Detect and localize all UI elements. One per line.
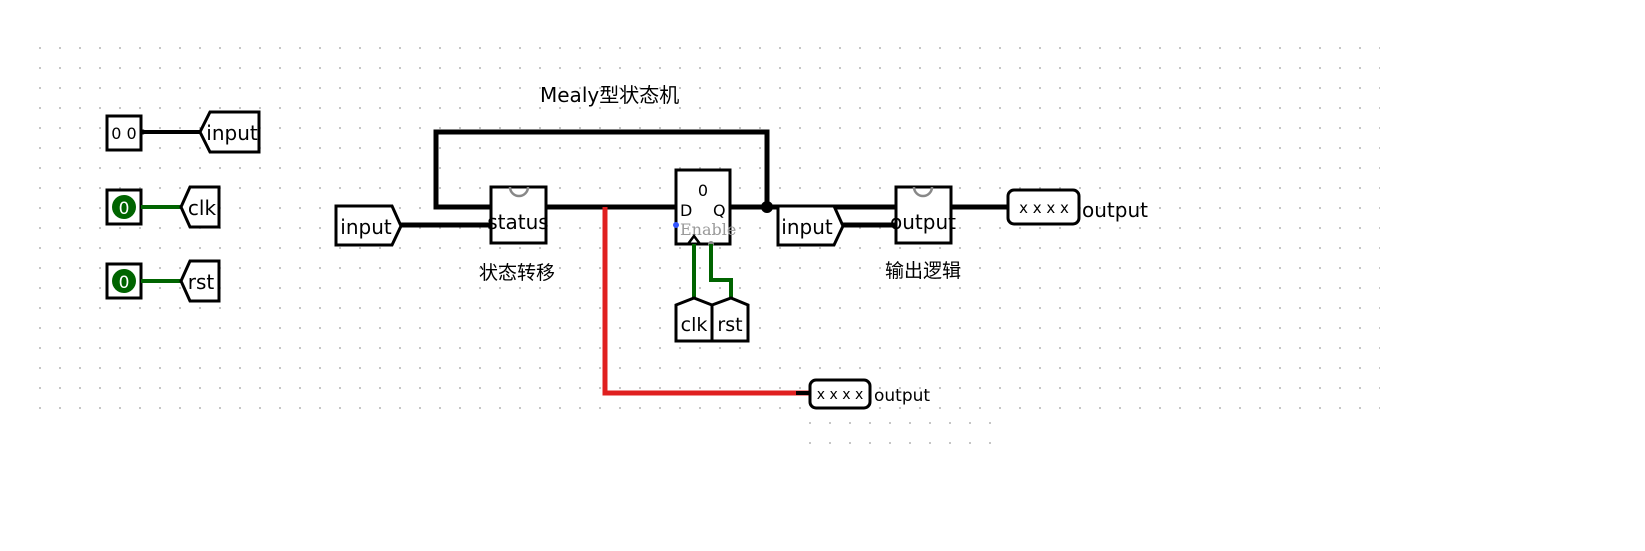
state-register[interactable]: 0 D Q Enable xyxy=(673,168,736,247)
output-probe-label: output xyxy=(1082,198,1148,222)
junction xyxy=(761,201,773,213)
clk-tunnel-label: clk xyxy=(188,196,217,220)
input-tunnel-label: input xyxy=(206,121,258,145)
output-probe-value: x x x x xyxy=(1019,199,1069,217)
register-rst-label: rst xyxy=(717,314,742,336)
status-block[interactable]: status xyxy=(487,185,549,245)
error-wire[interactable] xyxy=(602,207,810,396)
output-input-tunnel-label: input xyxy=(781,215,833,239)
state-probe-value: x x x x xyxy=(817,387,864,403)
status-caption: 状态转移 xyxy=(479,262,555,284)
register-q-port: Q xyxy=(713,201,726,220)
output-block[interactable]: output xyxy=(890,185,956,245)
status-block-label: status xyxy=(487,210,548,234)
rst-tunnel[interactable]: rst xyxy=(179,259,221,303)
input-pin-value: 0 0 xyxy=(111,124,136,143)
rst-tunnel-label: rst xyxy=(188,270,215,294)
rst-pin[interactable]: 0 xyxy=(105,262,143,300)
status-input-tunnel[interactable]: input xyxy=(334,204,403,247)
grid-extension xyxy=(800,413,995,448)
register-d-port: D xyxy=(680,201,692,220)
output-block-label: output xyxy=(890,210,956,234)
output-probe[interactable]: x x x x xyxy=(1006,188,1081,226)
register-enable-label: Enable xyxy=(680,220,736,239)
clk-pin[interactable]: 0 xyxy=(105,188,143,226)
feedback-wire[interactable] xyxy=(433,129,770,210)
status-input-tunnel-label: input xyxy=(340,215,392,239)
circuit-title: Mealy型状态机 xyxy=(540,83,679,107)
input-pin[interactable]: 0 0 xyxy=(105,114,143,152)
register-rst-tunnel[interactable]: rst xyxy=(710,296,750,343)
register-value: 0 xyxy=(698,181,708,200)
clk-tunnel[interactable]: clk xyxy=(179,185,221,229)
state-probe-label: output xyxy=(874,386,930,406)
wire[interactable] xyxy=(709,244,733,300)
output-caption: 输出逻辑 xyxy=(885,260,961,282)
rst-pin-value: 0 xyxy=(119,273,130,293)
state-probe[interactable]: x x x x xyxy=(808,378,872,410)
input-tunnel[interactable]: input xyxy=(198,110,261,154)
register-clk-label: clk xyxy=(681,314,708,336)
clk-pin-value: 0 xyxy=(119,199,130,219)
output-input-tunnel[interactable]: input xyxy=(776,204,845,247)
register-clk-tunnel[interactable]: clk xyxy=(674,296,714,343)
